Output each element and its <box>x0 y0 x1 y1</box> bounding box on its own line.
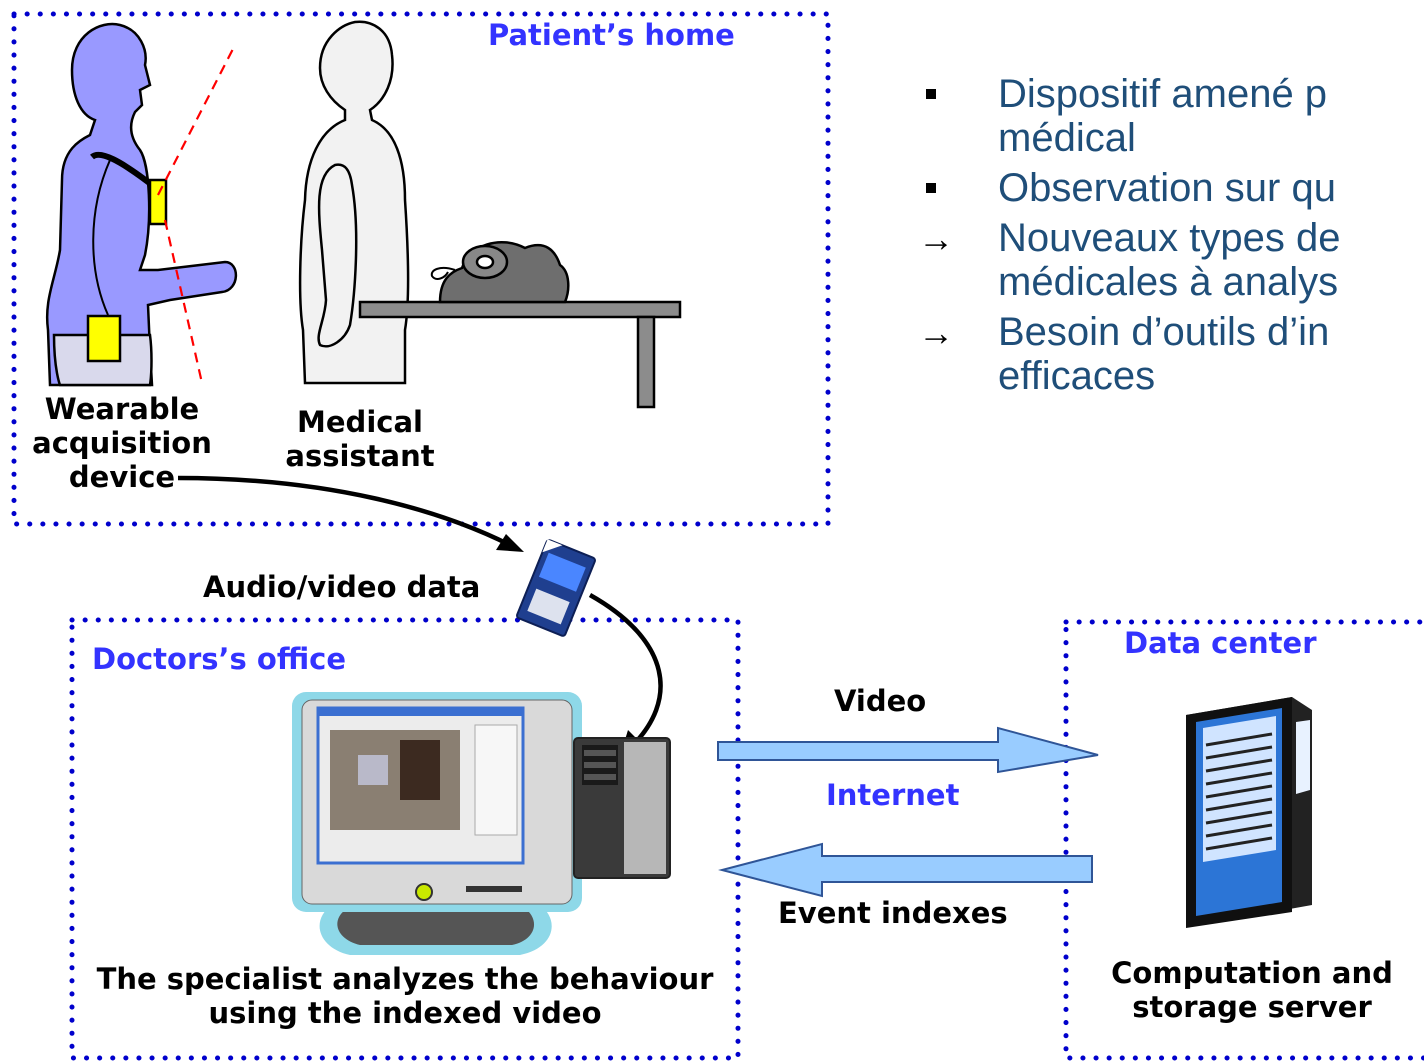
event-indexes-arrow <box>718 842 1093 898</box>
caption-line: The specialist analyzes the behaviour <box>96 962 714 996</box>
device-label-line: device <box>68 460 176 494</box>
bullet-text: médicales à analys <box>998 260 1339 304</box>
doctors-office-box <box>69 617 741 1061</box>
pc-tower-icon <box>573 737 671 879</box>
sd-card-icon <box>516 539 596 637</box>
camera-view-line <box>163 219 204 384</box>
event-indexes-label: Event indexes <box>778 896 1008 930</box>
bullet-square-icon <box>926 89 936 100</box>
bullet-arrow-icon: → <box>918 218 954 259</box>
device-label: Wearable acquisition device <box>22 392 222 494</box>
table <box>358 300 682 409</box>
server-label-line: storage server <box>1132 990 1372 1024</box>
bullet-text: Dispositif amené p <box>998 72 1328 116</box>
bullet-text: médical <box>998 116 1136 160</box>
doctors-office-caption: The specialist analyzes the behaviour us… <box>74 962 736 1030</box>
device-label-line: acquisition <box>32 426 212 460</box>
phone-icon <box>430 240 570 304</box>
bullet-text: Nouveaux types de <box>998 216 1341 260</box>
bullet-square-icon <box>926 183 936 194</box>
bullet-item: → Besoin d’outils d’in efficaces <box>918 310 1424 398</box>
chest-camera <box>148 178 168 226</box>
bullet-list: Dispositif amené p médical Observation s… <box>918 72 1424 404</box>
monitor-icon <box>292 692 582 955</box>
data-center-box <box>1063 619 1424 1061</box>
assistant-label-line: Medical <box>297 405 423 439</box>
bullet-arrow-icon: → <box>918 312 954 353</box>
transfer-line <box>177 475 512 548</box>
video-label: Video <box>834 684 927 718</box>
bullet-text: efficaces <box>998 354 1156 398</box>
caption-line: using the indexed video <box>208 996 602 1030</box>
assistant-label-line: assistant <box>285 439 435 473</box>
bullet-text: Besoin d’outils d’in <box>998 310 1330 354</box>
internet-label: Internet <box>826 778 960 812</box>
camera-view-line <box>157 44 236 196</box>
data-center-title: Data center <box>1124 626 1317 660</box>
device-label-line: Wearable <box>44 392 200 426</box>
hip-recorder <box>86 314 122 363</box>
server-label: Computation and storage server <box>1082 956 1422 1024</box>
server-icon <box>1186 697 1312 928</box>
patient-figure <box>45 22 238 387</box>
assistant-label: Medical assistant <box>270 405 450 473</box>
doctors-office-title: Doctors’s office <box>92 642 347 676</box>
assistant-figure <box>298 20 410 385</box>
video-arrow <box>717 726 1099 774</box>
bullet-item: Dispositif amené p médical <box>918 72 1424 160</box>
sd-to-pc-line <box>588 593 663 750</box>
server-label-line: Computation and <box>1111 956 1393 990</box>
bullet-item: → Nouveaux types de médicales à analys <box>918 216 1424 304</box>
bullet-item: Observation sur qu <box>918 166 1424 210</box>
patient-home-title: Patient’s home <box>488 18 735 52</box>
bullet-text: Observation sur qu <box>998 166 1336 210</box>
patient-home-box <box>11 11 831 527</box>
transfer-arrowhead <box>496 534 524 552</box>
audio-video-label: Audio/video data <box>203 570 481 604</box>
